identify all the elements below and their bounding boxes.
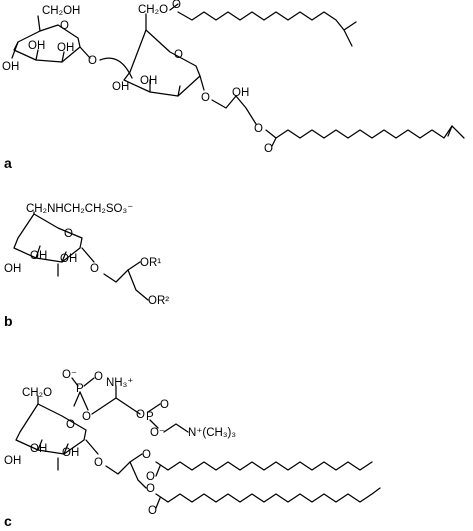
label-carbonyl-o1: O: [172, 0, 181, 11]
structure-a: CH₂OH O OH OH OH O CH₂O O O OH OH O OH O…: [2, 0, 465, 171]
p1-ch2o-bond: [73, 391, 81, 407]
p2-o-minus-bond: [149, 419, 159, 429]
label-p2: P: [146, 411, 154, 423]
label-oh1: OH: [28, 40, 45, 52]
ringb-oh2-bond: [61, 251, 67, 263]
label-head-group: CH₂NHCH₂CH₂SO₃⁻: [26, 203, 133, 215]
label-o-bridge1: O: [82, 411, 91, 423]
label-o-p2: O: [160, 399, 169, 411]
glycerol-b-lower: [127, 269, 149, 301]
label-glycerol-o: O: [201, 92, 210, 104]
glycerol-c: [105, 453, 143, 475]
ring2-bonds: [123, 29, 201, 97]
structure-c: O⁻ P O NH₃⁺ CH₂O O O P O O⁻ N⁺(CH₃)₃ O O…: [4, 369, 381, 529]
label-ch2oh: CH₂OH: [42, 5, 80, 17]
label-c-carbonyl-o2: O: [148, 505, 157, 517]
ringb-glycerol-bond: [81, 247, 95, 263]
label-oh5: OH: [140, 75, 157, 87]
label-b-glyc-o: O: [90, 263, 99, 275]
ringc-oh2-bond: [63, 443, 69, 455]
label-ringb-o: O: [64, 228, 73, 240]
label-o-minus1: O⁻: [62, 369, 77, 381]
chain2-branch: [447, 125, 453, 137]
label-ringc-o: O: [66, 419, 75, 431]
label-c-oh2: OH: [4, 455, 21, 467]
p1-double-o-bond: [83, 377, 95, 387]
ringb-oh1-bond: [35, 245, 41, 259]
label-ch2o: CH₂O: [138, 4, 168, 16]
ester-c2-carbonyl: [155, 497, 161, 509]
ring1-oh-bond: [11, 41, 19, 59]
label-b-oh1: OH: [30, 250, 47, 262]
fatty-chain-2: [265, 125, 465, 139]
bridge-chain: [91, 397, 141, 415]
label-or1: OR¹: [140, 257, 161, 269]
label-b-oh2: OH: [4, 263, 21, 275]
label-c-glyc-o: O: [94, 457, 103, 469]
label-o-minus2: O⁻: [150, 427, 165, 439]
label-o-p1: O: [94, 371, 103, 383]
ring1-ch2oh-bond: [37, 15, 41, 32]
label-oh2: OH: [57, 42, 74, 54]
label-ring1-o: O: [60, 20, 69, 32]
p1-o-minus-bond: [71, 377, 79, 387]
ester2-carbonyl: [271, 137, 277, 147]
structure-b: CH₂NHCH₂CH₂SO₃⁻ O OH OH OH O OR¹ OR² b: [4, 203, 169, 329]
label-or2: OR²: [148, 295, 169, 307]
label-c-oh3: OH: [62, 447, 79, 459]
label-c-ester-o1: O: [142, 449, 151, 461]
label-b-oh3: OH: [60, 253, 77, 265]
fatty-chain-c2: [155, 487, 381, 503]
label-c-ch2o: CH₂O: [22, 387, 52, 399]
label-oh3: OH: [2, 61, 19, 73]
fatty-chain-1: [177, 11, 357, 47]
label-o-bridge2: O: [136, 409, 145, 421]
fatty-chain-c1: [155, 461, 373, 471]
glycerol-backbone: [211, 95, 257, 125]
ring2-oh2-bond: [177, 85, 181, 97]
label-c-oh1: OH: [30, 443, 47, 455]
ring2-glycerol-bond: [199, 75, 205, 91]
panel-label-b: b: [4, 313, 13, 329]
label-p1: P: [76, 383, 84, 395]
p2-double-o-bond: [147, 403, 161, 413]
label-n-me3: N⁺(CH₃)₃: [188, 427, 236, 439]
glycerol-c-lower: [129, 461, 147, 489]
label-link-o: O: [88, 55, 97, 67]
label-ester-o2: O: [254, 123, 263, 135]
label-c-ester-o2: O: [146, 483, 155, 495]
label-ring2-o: O: [174, 49, 183, 61]
p1-bridge-bond: [79, 391, 89, 411]
ester1-carbonyl: [169, 3, 179, 11]
ester-c1-carbonyl: [155, 465, 161, 477]
ring1-oh3-bond: [61, 51, 65, 63]
label-nh3: NH₃⁺: [106, 377, 133, 389]
ring1-oh2-bond: [35, 49, 39, 61]
choline-chain: [163, 423, 189, 433]
label-c-carbonyl-o1: O: [146, 471, 155, 483]
label-oh4: OH: [112, 81, 129, 93]
ringc-oh1-bond: [37, 439, 43, 451]
ring1-glycosidic-bond: [79, 46, 91, 59]
glycerol-b: [103, 261, 141, 283]
label-carbonyl-o2: O: [264, 143, 273, 155]
glycosidic-link-curve: [99, 57, 133, 79]
panel-label-c: c: [4, 513, 12, 529]
ringc-glycerol-bond: [85, 439, 99, 455]
label-glycerol-oh: OH: [232, 87, 249, 99]
panel-label-a: a: [4, 155, 12, 171]
